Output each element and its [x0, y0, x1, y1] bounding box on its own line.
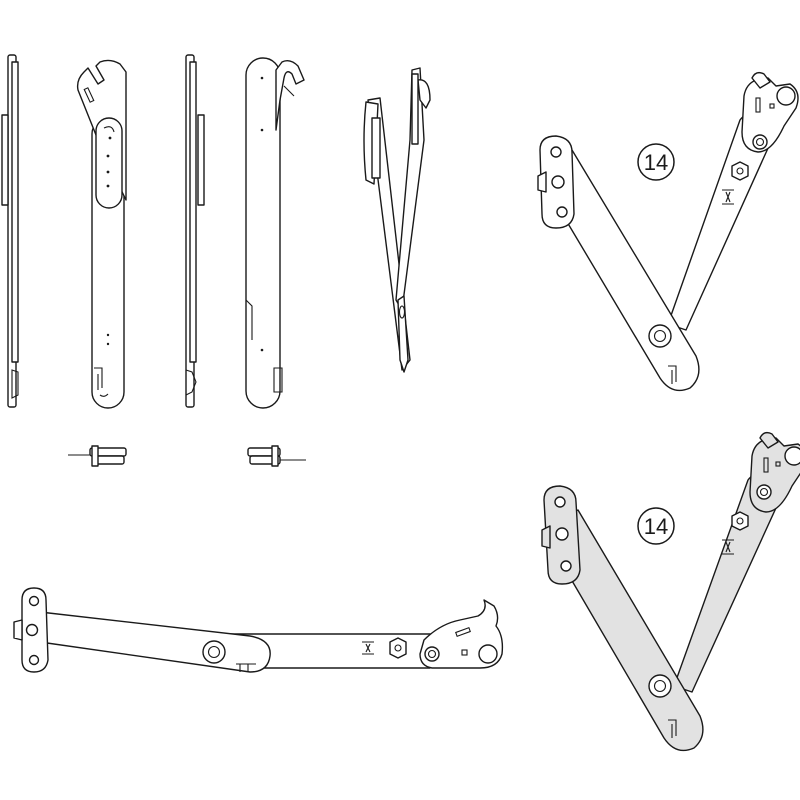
- end-view-right: [247, 445, 306, 467]
- callout-label: 14: [644, 514, 668, 539]
- open-stay-view: 14: [537, 71, 799, 392]
- extended-stay-view: [13, 587, 504, 673]
- part-number-callout-upper: 14: [637, 143, 675, 181]
- end-view-left: [68, 445, 127, 467]
- folded-rear-view: [245, 57, 305, 409]
- part-number-callout-lower: 14: [637, 507, 675, 545]
- open-stay-view-shaded: 14: [541, 431, 800, 752]
- perspective-folded-view: [363, 67, 431, 373]
- callout-label: 14: [644, 150, 668, 175]
- folded-side-view-middle: [185, 54, 205, 408]
- folded-side-view-left: [1, 54, 19, 408]
- folded-front-view: [76, 59, 127, 409]
